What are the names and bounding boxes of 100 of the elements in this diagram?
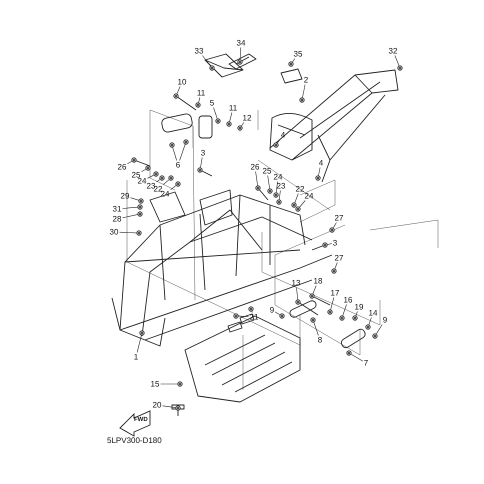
- part-drawing: [279, 313, 285, 319]
- callout-number: 24: [136, 176, 148, 186]
- part-drawing: [397, 65, 403, 71]
- leader-line: [213, 107, 218, 119]
- callout-number: 14: [368, 308, 378, 318]
- callout-number: 34: [236, 38, 246, 48]
- leader-line: [130, 197, 139, 200]
- part-drawing: [138, 198, 144, 204]
- callout-number: 20: [152, 400, 162, 410]
- leader-line: [202, 55, 211, 66]
- leader-line: [122, 206, 138, 209]
- leader-line: [394, 55, 400, 66]
- leader-line: [333, 222, 337, 228]
- callout-number: 6: [174, 160, 182, 170]
- part-drawing: [197, 167, 203, 173]
- callout-number: 13: [290, 278, 302, 288]
- part-drawing: [329, 227, 335, 233]
- callout-number: 22: [294, 184, 306, 194]
- leader-line: [296, 287, 298, 300]
- callout-number: 18: [312, 276, 324, 286]
- callout-number: 27: [334, 254, 344, 262]
- callout-number: 25: [130, 170, 142, 180]
- leader-line: [179, 144, 186, 161]
- part-drawing: [159, 175, 165, 181]
- callout-number: 26: [116, 162, 128, 172]
- leader-line: [292, 58, 296, 62]
- callout-number: 31: [112, 204, 122, 214]
- callout-number: 35: [292, 50, 304, 58]
- callout-number: 5: [208, 98, 216, 108]
- callout-number: 24: [272, 172, 284, 182]
- part-drawing: [291, 202, 297, 208]
- leader-line: [136, 335, 142, 353]
- callout-number: 10: [176, 78, 188, 86]
- leader-line: [356, 311, 358, 316]
- part-drawing: [145, 165, 151, 171]
- callout-number: 7: [362, 358, 370, 368]
- leader-line: [162, 406, 176, 408]
- callout-number: 27: [334, 214, 344, 222]
- callout-number: 26: [250, 162, 260, 172]
- part-drawing: [233, 313, 239, 319]
- part-drawing: [352, 315, 358, 321]
- part-drawing: [195, 102, 201, 108]
- callout-number: 8: [316, 336, 324, 344]
- part-drawing: [327, 309, 333, 315]
- part-drawing: [153, 171, 159, 177]
- leader-line: [163, 179, 170, 185]
- part-drawing: [365, 324, 371, 330]
- part-drawing: [226, 121, 232, 127]
- leader-line: [299, 200, 306, 208]
- part-drawing: [255, 185, 261, 191]
- callout-number: 30: [108, 228, 120, 236]
- leader-line: [277, 139, 280, 144]
- leader-line: [294, 193, 299, 203]
- callout-number: 24: [304, 192, 314, 200]
- leader-line: [170, 185, 176, 190]
- leader-line: [330, 297, 334, 310]
- callout-number: 32: [388, 46, 398, 56]
- callout-number: 22: [152, 184, 164, 194]
- part-drawing: [136, 230, 142, 236]
- part-drawing: [175, 405, 181, 411]
- callout-number: 28: [112, 214, 122, 224]
- part-drawing: [346, 350, 352, 356]
- leader-line: [318, 167, 320, 176]
- leader-line: [127, 161, 132, 164]
- leader-line: [312, 285, 316, 294]
- leader-line: [122, 214, 138, 218]
- callout-number: 17: [330, 288, 340, 298]
- part-drawing: [137, 204, 143, 210]
- part-drawing: [131, 157, 137, 163]
- leader-line: [279, 190, 281, 200]
- callout-number: 16: [342, 296, 354, 304]
- leader-line: [200, 157, 202, 168]
- part-drawing: [168, 175, 174, 181]
- leader-line: [147, 174, 154, 179]
- part-drawing: [273, 192, 279, 198]
- callout-number: 19: [354, 302, 364, 312]
- part-drawing: [137, 211, 143, 217]
- part-drawing: [177, 381, 183, 387]
- callout-number: 2: [302, 76, 310, 84]
- part-drawing: [322, 242, 328, 248]
- leader-line: [302, 84, 306, 98]
- callout-number: 9: [268, 306, 276, 314]
- leader-line: [156, 179, 160, 182]
- part-drawing: [309, 293, 315, 299]
- leader-line: [274, 312, 280, 315]
- part-drawing: [295, 299, 301, 305]
- part-drawing: [173, 93, 179, 99]
- part-drawing: [237, 125, 243, 131]
- part-drawing: [248, 306, 254, 312]
- part-drawing: [315, 175, 321, 181]
- leader-line: [119, 232, 137, 234]
- leader-line: [334, 262, 338, 269]
- callout-number: 25: [262, 166, 272, 176]
- leader-line: [198, 97, 200, 103]
- part-drawing: [139, 330, 145, 336]
- callout-number: 15: [150, 380, 160, 388]
- leader-line: [342, 304, 347, 316]
- part-drawing: [273, 142, 279, 148]
- part-drawing: [209, 65, 215, 71]
- part-drawing: [175, 181, 181, 187]
